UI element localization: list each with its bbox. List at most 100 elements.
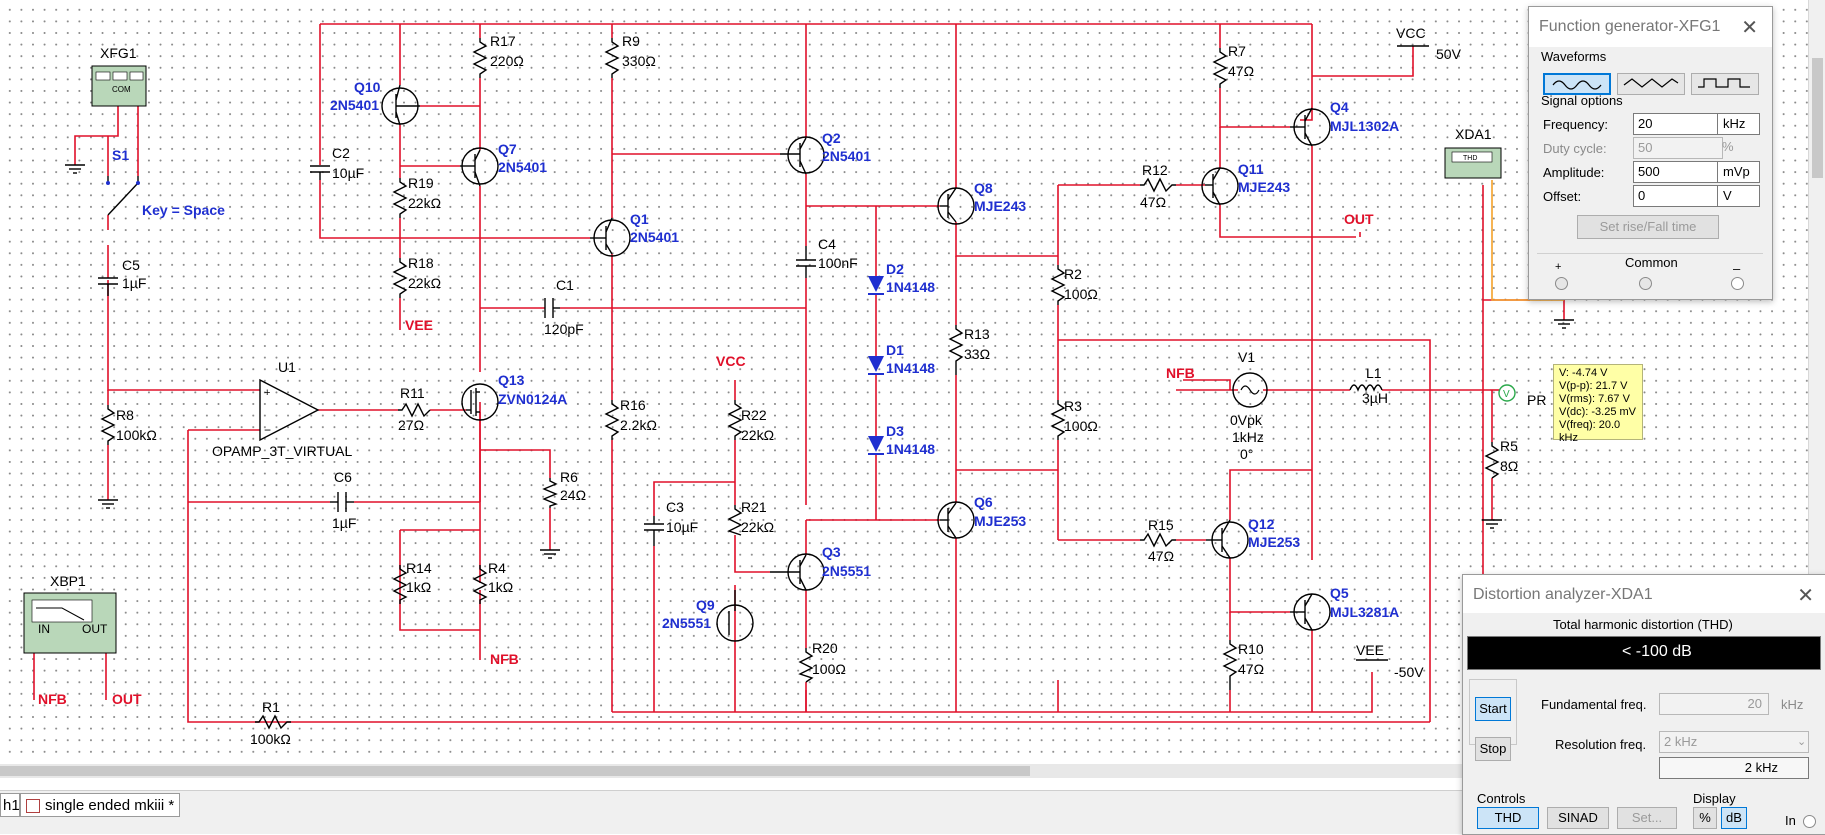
resistor-r20[interactable]: R20 100Ω xyxy=(798,640,846,683)
resistor-r13[interactable]: R13 33Ω xyxy=(948,325,990,375)
resistor-r15[interactable]: R15 47Ω xyxy=(1140,517,1176,564)
xbp1-instrument[interactable]: IN OUT XBP1 xyxy=(23,573,117,654)
thd-heading: Total harmonic distortion (THD) xyxy=(1553,617,1733,632)
resistor-r8[interactable]: R8 100kΩ xyxy=(100,405,157,445)
resistor-r1[interactable]: R1 100kΩ xyxy=(250,699,291,747)
close-icon[interactable]: ✕ xyxy=(1741,17,1758,39)
switch-s1[interactable]: S1 Key = Space xyxy=(106,147,225,218)
resistor-r14[interactable]: R14 1kΩ xyxy=(392,560,432,604)
tab-label: single ended mkiii * xyxy=(45,797,175,814)
u1-ref: U1 xyxy=(278,359,296,375)
horizontal-scroll-thumb[interactable] xyxy=(0,766,1030,776)
triangle-wave-button[interactable] xyxy=(1617,73,1685,95)
xfg1-instrument[interactable]: COM XFG1 xyxy=(91,45,147,107)
horizontal-scrollbar[interactable] xyxy=(0,764,1470,778)
vertical-scrollbar[interactable] xyxy=(1808,0,1825,760)
capacitor-c5[interactable]: C5 1µF xyxy=(98,257,146,296)
resistor-r21[interactable]: R21 22kΩ xyxy=(727,499,774,536)
transistor-q1[interactable]: Q1 2N5401 xyxy=(590,211,679,257)
q11-ref: Q11 xyxy=(1238,161,1264,177)
transistor-q4[interactable]: Q4 MJL1302A xyxy=(1290,99,1399,147)
resistor-r18[interactable]: R18 22kΩ xyxy=(392,255,441,298)
q12-ref: Q12 xyxy=(1248,516,1275,532)
offset-unit[interactable]: V xyxy=(1717,185,1760,207)
db-display-button[interactable]: dB xyxy=(1721,807,1747,829)
sine-wave-button[interactable] xyxy=(1543,73,1611,95)
inductor-l1[interactable]: L1 3µH xyxy=(1349,365,1388,406)
common-terminal-radio[interactable] xyxy=(1639,277,1652,290)
resistor-r22[interactable]: R22 22kΩ xyxy=(727,400,774,443)
resistor-r10[interactable]: R10 47Ω xyxy=(1222,640,1264,690)
transistor-q11[interactable]: Q11 MJE243 xyxy=(1201,161,1290,206)
percent-display-button[interactable]: % xyxy=(1693,807,1717,829)
amplitude-input[interactable]: 500 xyxy=(1633,161,1723,183)
vertical-scroll-thumb[interactable] xyxy=(1812,58,1823,178)
resistor-r12[interactable]: R12 47Ω xyxy=(1140,162,1176,210)
thd-mode-button[interactable]: THD xyxy=(1477,807,1539,829)
duty-cycle-unit: % xyxy=(1722,139,1734,154)
transistor-q12[interactable]: Q12 MJE253 xyxy=(1206,516,1300,559)
capacitor-c6[interactable]: C6 1µF xyxy=(330,469,356,531)
resistor-r2[interactable]: R2 100Ω xyxy=(1050,265,1098,305)
diode-d2[interactable]: D2 1N4148 xyxy=(868,261,935,295)
vee-bottom-value: -50V xyxy=(1394,664,1424,680)
schematic-drawing[interactable]: COM XFG1 THD XDA1 IN OUT XBP1 S1 Key = S… xyxy=(0,0,1825,760)
tab-single-ended-mkiii[interactable]: single ended mkiii * xyxy=(20,793,180,817)
transistor-q10[interactable]: Q10 2N5401 xyxy=(330,79,420,126)
transistor-q9[interactable]: Q9 2N5551 xyxy=(662,590,754,642)
controls-label: Controls xyxy=(1477,791,1526,806)
r18-value: 22kΩ xyxy=(408,275,441,291)
transistor-q6[interactable]: Q6 MJE253 xyxy=(937,494,1026,539)
tab-h1[interactable]: h1 xyxy=(0,793,20,817)
resolution-freq-select[interactable]: 2 kHz xyxy=(1659,731,1809,753)
start-button[interactable]: Start xyxy=(1475,697,1511,721)
in-terminal-radio[interactable] xyxy=(1803,815,1816,828)
resistor-r17[interactable]: R17 220Ω xyxy=(472,33,524,78)
stop-button[interactable]: Stop xyxy=(1475,737,1511,761)
resistor-r16[interactable]: R16 2.2kΩ xyxy=(604,397,657,440)
plus-terminal-radio[interactable] xyxy=(1555,277,1568,290)
offset-input[interactable]: 0 xyxy=(1633,185,1723,207)
schematic-canvas[interactable]: COM XFG1 THD XDA1 IN OUT XBP1 S1 Key = S… xyxy=(0,0,1825,760)
transistor-q3[interactable]: Q3 2N5551 xyxy=(770,544,871,591)
duty-cycle-input[interactable]: 50 xyxy=(1633,137,1723,159)
amplitude-unit[interactable]: mVp xyxy=(1717,161,1760,183)
set-rise-fall-button[interactable]: Set rise/Fall time xyxy=(1577,215,1719,239)
resistor-r5[interactable]: R5 8Ω xyxy=(1484,438,1518,479)
resistor-r9[interactable]: R9 330Ω xyxy=(604,33,656,78)
fundamental-freq-input[interactable]: 20 xyxy=(1659,693,1769,715)
capacitor-c1[interactable]: C1 120pF xyxy=(544,277,584,337)
transistor-q13[interactable]: Q13 ZVN0124A xyxy=(461,372,567,421)
transistor-q5[interactable]: Q5 MJL3281A xyxy=(1290,585,1399,631)
capacitor-c3[interactable]: C3 10µF xyxy=(644,499,698,546)
resistor-r4[interactable]: R4 1kΩ xyxy=(472,560,513,604)
resistor-r7[interactable]: R7 47Ω xyxy=(1212,43,1254,88)
diode-d3[interactable]: D3 1N4148 xyxy=(868,423,935,457)
resistor-r11[interactable]: R11 27Ω xyxy=(398,385,431,433)
transistor-q8[interactable]: Q8 MJE243 xyxy=(937,180,1026,225)
frequency-label: Frequency: xyxy=(1543,117,1609,132)
capacitor-c4[interactable]: C4 100nF xyxy=(796,236,858,278)
transistor-q2[interactable]: Q2 2N5401 xyxy=(780,130,871,175)
resistor-r6[interactable]: R6 24Ω xyxy=(542,469,586,508)
frequency-unit[interactable]: kHz xyxy=(1717,113,1760,135)
set-button[interactable]: Set... xyxy=(1617,807,1677,829)
resistor-r19[interactable]: R19 22kΩ xyxy=(392,175,441,218)
close-icon[interactable]: ✕ xyxy=(1797,585,1814,607)
sinad-mode-button[interactable]: SINAD xyxy=(1547,807,1609,829)
transistor-q7[interactable]: Q7 2N5401 xyxy=(460,141,547,187)
capacitor-c2[interactable]: C2 10µF xyxy=(310,145,364,181)
opamp-u1[interactable]: + − U1 OPAMP_3T_VIRTUAL xyxy=(212,359,353,459)
v1-line1: 0Vpk xyxy=(1230,412,1263,428)
diode-d1[interactable]: D1 1N4148 xyxy=(868,342,935,376)
s1-key-label: Key = Space xyxy=(142,202,225,218)
frequency-input[interactable]: 20 xyxy=(1633,113,1723,135)
resistor-r3[interactable]: R3 100Ω xyxy=(1050,398,1098,440)
minus-terminal-radio[interactable] xyxy=(1731,277,1744,290)
square-wave-button[interactable] xyxy=(1691,73,1759,95)
source-v1[interactable]: V1 0Vpk 1kHz 0° xyxy=(1230,349,1268,462)
function-generator-titlebar[interactable]: Function generator-XFG1 ✕ xyxy=(1529,7,1772,47)
xda1-instrument[interactable]: THD XDA1 xyxy=(1444,126,1502,179)
voltage-probe[interactable]: V PR xyxy=(1498,384,1546,408)
distortion-analyzer-titlebar[interactable]: Distortion analyzer-XDA1 ✕ xyxy=(1463,575,1825,613)
